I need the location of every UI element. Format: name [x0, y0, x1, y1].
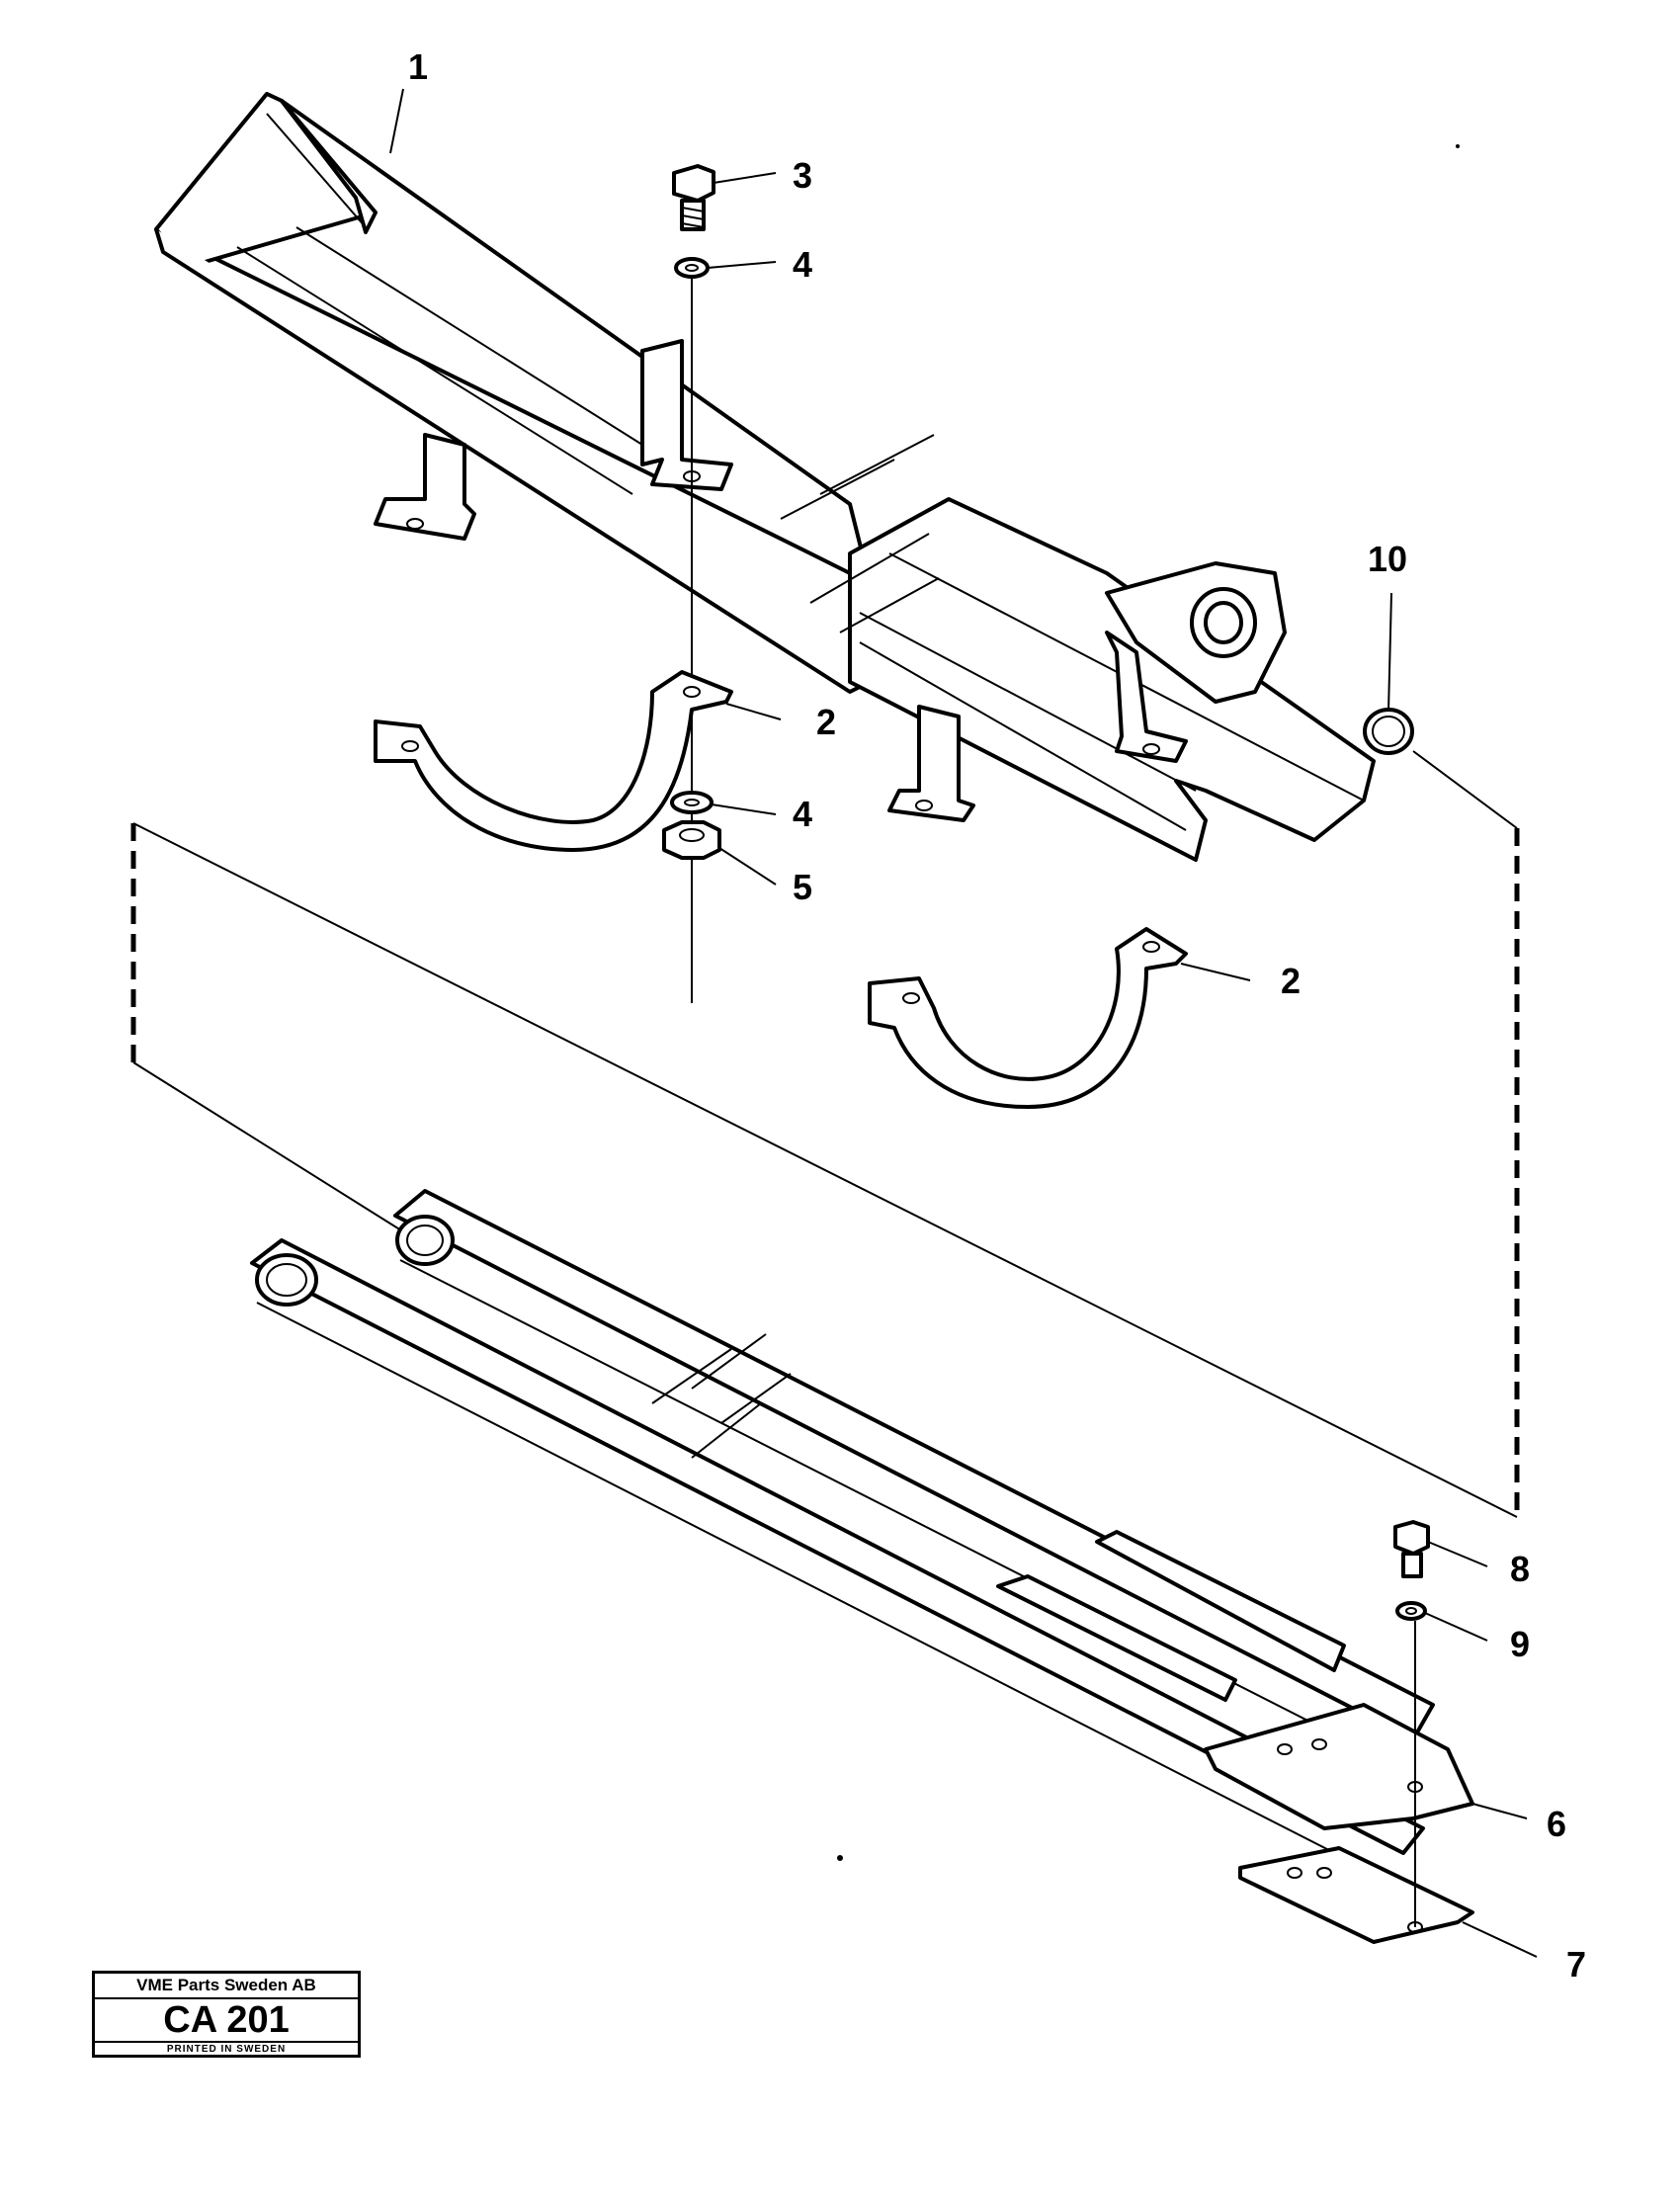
- callout-leaders: [389, 88, 1538, 1958]
- leader-dash-top-right: [1412, 750, 1518, 829]
- callout-labels: 1 3 4 10 2 4 5 2 8 9 6 7: [408, 46, 1586, 1985]
- title-block-code: CA 201: [95, 1999, 358, 2043]
- leader-dash-bottom-left: [132, 1061, 426, 1246]
- plate-part-6: [1204, 1703, 1474, 1830]
- washer-part-4-lower: [670, 791, 714, 814]
- plug-part-10: [1363, 708, 1414, 755]
- washer-part-9: [1395, 1601, 1427, 1621]
- stray-dot: [1456, 144, 1460, 148]
- bolt-part-8: [1393, 1520, 1430, 1578]
- callout-4-upper: 4: [793, 244, 812, 285]
- callout-1: 1: [408, 46, 428, 87]
- title-block-printed: PRINTED IN SWEDEN: [166, 2044, 287, 2055]
- plate-part-7: [1238, 1846, 1474, 1944]
- title-block-company: VME Parts Sweden AB: [95, 1974, 358, 1999]
- pipe-clamp-part-2-lower: [868, 927, 1188, 1109]
- callout-4-lower: 4: [793, 794, 812, 834]
- channel-beam-part-1: [154, 92, 1376, 862]
- callout-5: 5: [793, 867, 812, 907]
- washer-part-4-upper: [674, 257, 710, 279]
- callout-10: 10: [1368, 539, 1407, 579]
- callout-3: 3: [793, 155, 812, 196]
- leader-dash-top-left: [132, 822, 1518, 1518]
- title-block: VME Parts Sweden AB CA 201 PRINTED IN SW…: [92, 1971, 361, 2058]
- callout-6: 6: [1547, 1804, 1566, 1844]
- callout-2-upper: 2: [816, 702, 836, 742]
- callout-8: 8: [1510, 1549, 1530, 1589]
- callout-9: 9: [1510, 1624, 1530, 1664]
- bolt-part-3: [672, 164, 715, 231]
- callout-7: 7: [1566, 1944, 1586, 1985]
- assembly-dash-bracket: [130, 823, 1520, 1517]
- nut-part-5: [662, 820, 721, 860]
- callout-2-lower: 2: [1281, 961, 1301, 1001]
- pipe-clamp-part-2-upper: [374, 670, 733, 852]
- pipe-assembly: [250, 1189, 1435, 1869]
- stray-dot: [837, 1855, 843, 1861]
